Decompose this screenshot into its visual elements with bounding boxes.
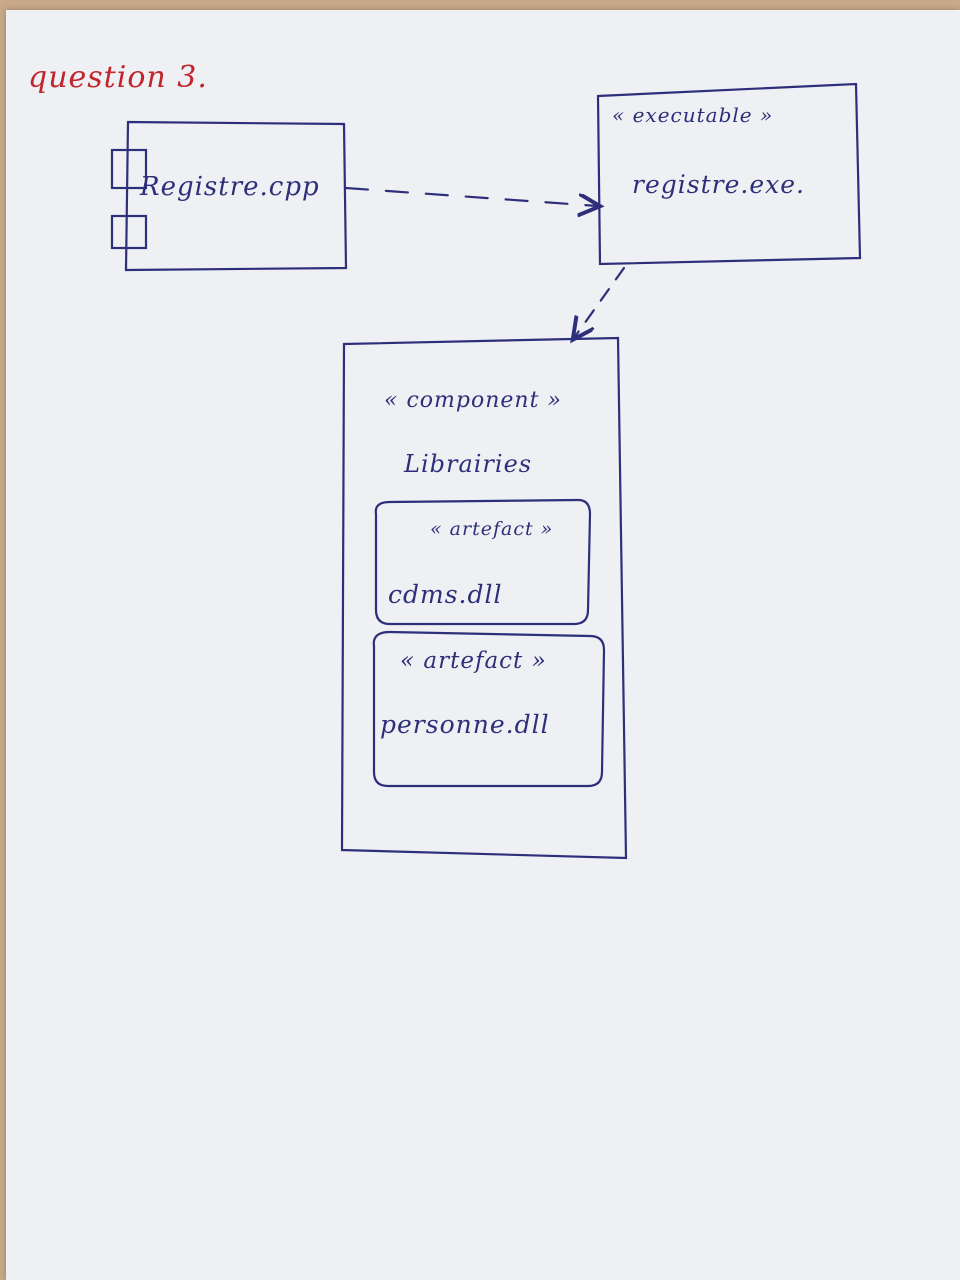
component-tab-top — [110, 148, 148, 190]
artefact-2-stereotype: « artefact » — [400, 648, 547, 674]
artefact-1-stereotype: « artefact » — [430, 518, 554, 540]
library-name: Librairies — [404, 450, 533, 478]
artefact-2-name: personne.dll — [380, 710, 550, 739]
dependency-arrow-cpp-to-exe — [344, 186, 598, 206]
artefact-box-1 — [374, 498, 592, 626]
artefact-box-2 — [372, 630, 606, 788]
library-stereotype: « component » — [384, 388, 562, 413]
library-box — [340, 336, 628, 860]
source-component-name: Registre.cpp — [140, 172, 320, 202]
executable-stereotype: « executable » — [612, 103, 774, 127]
question-title: question 3. — [28, 60, 208, 95]
executable-name: registre.exe. — [632, 170, 805, 199]
component-tab-bottom — [110, 214, 148, 250]
paper-sheet — [6, 10, 960, 1280]
cpp-component-box — [124, 120, 348, 272]
dependency-arrow-exe-to-library — [574, 266, 626, 338]
artefact-1-name: cdms.dll — [388, 580, 503, 609]
